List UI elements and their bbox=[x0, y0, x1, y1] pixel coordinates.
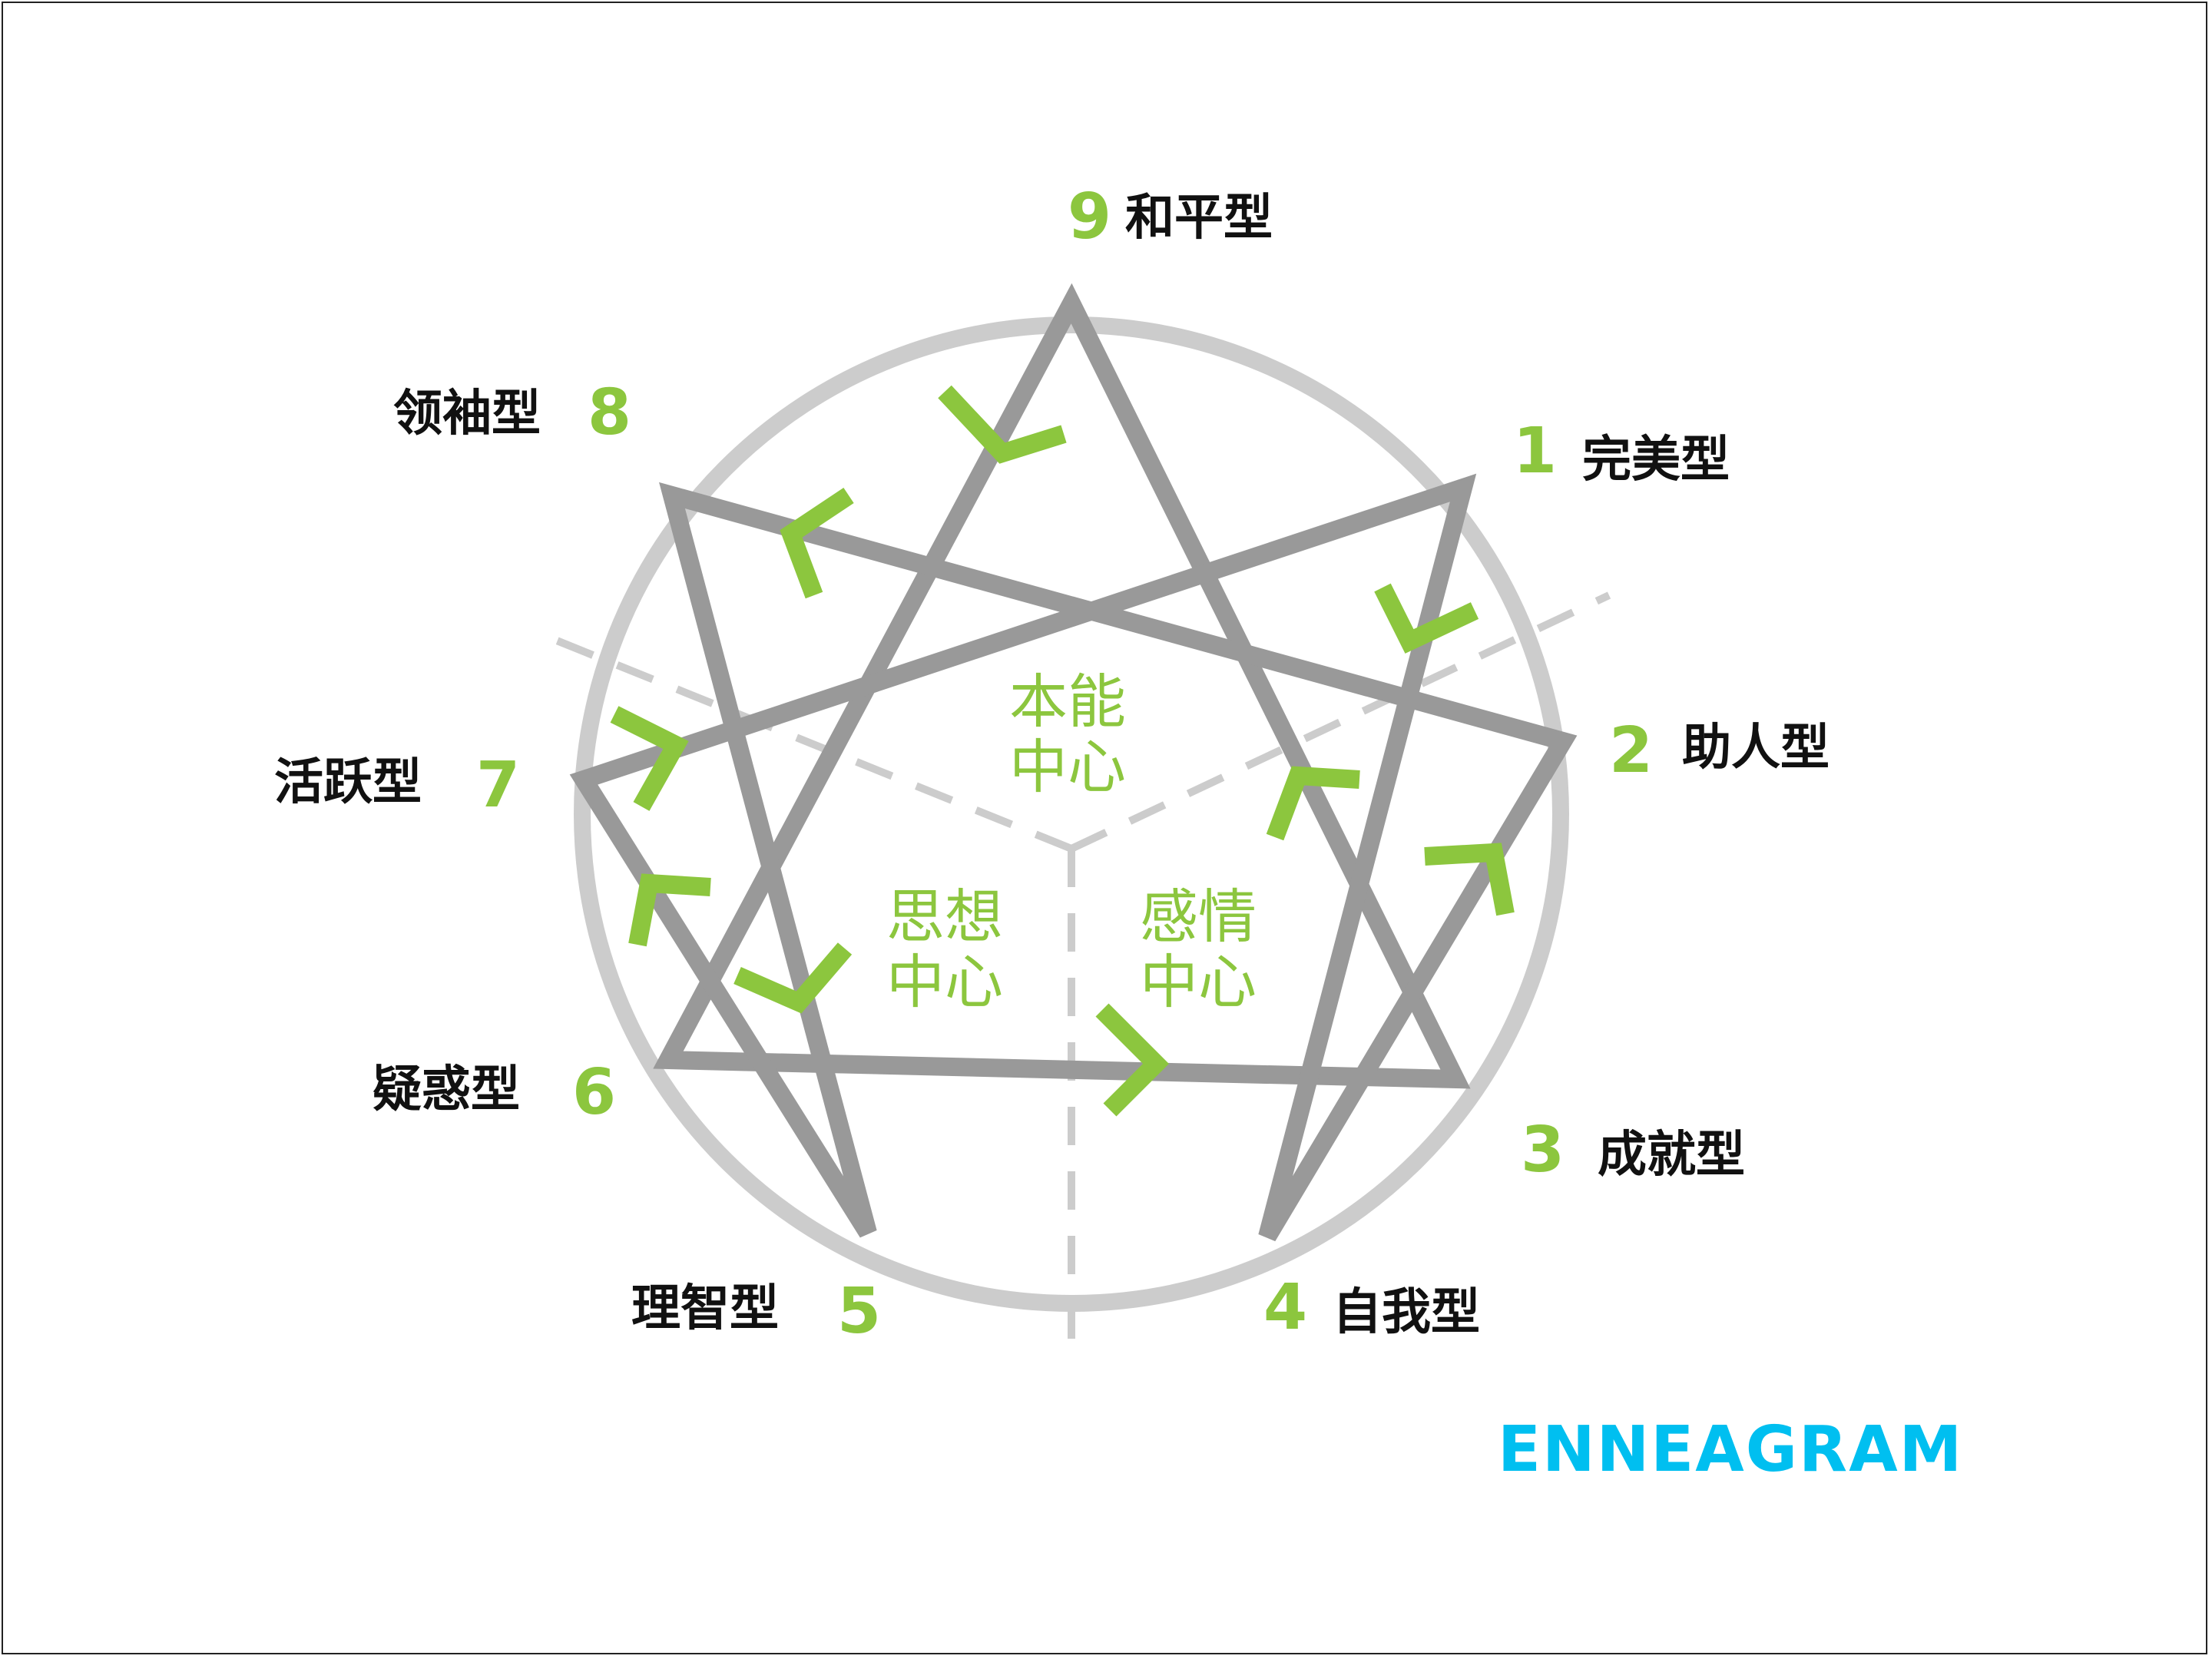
arrow-chevron bbox=[1095, 1003, 1169, 1117]
direction-arrows bbox=[610, 385, 1515, 1117]
divider-right bbox=[1069, 591, 1611, 853]
center-feeling-line2: 中心 bbox=[1140, 948, 1257, 1016]
arrow-chevron bbox=[780, 488, 854, 599]
type-8-number: 8 bbox=[588, 376, 631, 449]
type-3-number: 3 bbox=[1521, 1114, 1565, 1187]
divider-left bbox=[548, 634, 1073, 853]
outer-circle bbox=[574, 316, 1569, 1312]
type-1-number: 1 bbox=[1513, 415, 1557, 488]
type-7-number: 7 bbox=[476, 749, 520, 822]
type-9-number: 9 bbox=[1068, 180, 1111, 253]
center-dividers bbox=[548, 591, 1611, 1348]
center-thinking-line1: 思想 bbox=[886, 882, 1003, 951]
center-instinct-line1: 本能 bbox=[1009, 667, 1126, 736]
type-9-label: 和平型 bbox=[1125, 190, 1273, 247]
enneagram-logo: ENNEAGRAM bbox=[1498, 1413, 1963, 1486]
type-7-label: 活跃型 bbox=[274, 754, 422, 811]
type-1-label: 完美型 bbox=[1582, 432, 1730, 488]
arrow-chevron bbox=[1266, 766, 1360, 841]
arrow-chevron bbox=[628, 873, 711, 947]
type-5-label: 理智型 bbox=[631, 1280, 779, 1337]
type-4-label: 自我型 bbox=[1333, 1284, 1480, 1341]
center-thinking-line2: 中心 bbox=[886, 948, 1003, 1016]
type-5-number: 5 bbox=[837, 1275, 881, 1348]
center-instinct-line2: 中心 bbox=[1009, 733, 1126, 801]
arrow-chevron bbox=[938, 385, 1067, 464]
arrow-chevron bbox=[1424, 843, 1515, 916]
type-6-number: 6 bbox=[572, 1056, 616, 1129]
type-2-label: 助人型 bbox=[1682, 720, 1830, 777]
type-8-label: 领袖型 bbox=[393, 386, 541, 442]
type-6-label: 疑惑型 bbox=[373, 1061, 520, 1118]
type-4-number: 4 bbox=[1263, 1271, 1307, 1344]
hexad-1-4-2-8-5-7 bbox=[569, 473, 1578, 1242]
type-3-label: 成就型 bbox=[1598, 1127, 1745, 1184]
arrow-chevron bbox=[610, 706, 689, 811]
arrow-chevron bbox=[1374, 583, 1479, 654]
type-2-number: 2 bbox=[1609, 714, 1653, 787]
arrow-chevron bbox=[733, 942, 853, 1014]
center-feeling-line1: 感情 bbox=[1140, 882, 1257, 951]
